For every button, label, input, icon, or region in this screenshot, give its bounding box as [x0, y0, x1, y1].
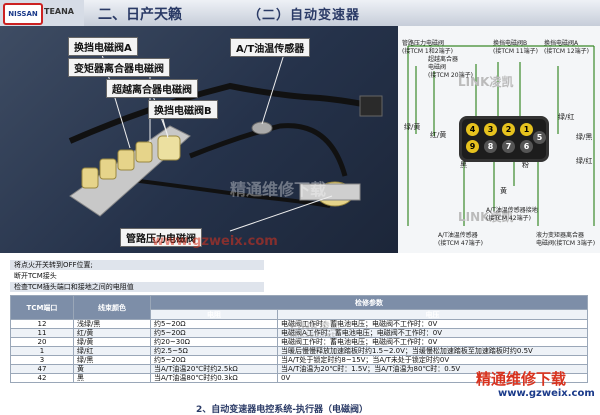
table-row: 47 黄 当A/T油温20℃时约2.5kΩ 当A/T油温为20℃时：1.5V；当… — [10, 364, 588, 374]
chapter-title: 二、日产天籁 — [98, 7, 182, 23]
svg-text:LINK凌凯: LINK凌凯 — [458, 209, 513, 224]
watermark-badge: 精通维修下载 — [476, 370, 567, 388]
pin-6: 6 — [520, 140, 533, 153]
wire-color-7: 黄 — [500, 187, 507, 195]
valve-body-photo: 换挡电磁阀A 变矩器离合器电磁阀 超越离合器电磁阀 换挡电磁阀B A/T油温传感… — [0, 26, 398, 253]
label-at-fluid-temp: A/T油温传感器 — [230, 38, 311, 57]
watermark-photo: 精通维修下载 — [230, 180, 327, 199]
svg-text:LINK凌凯: LINK凌凯 — [458, 74, 513, 89]
col-pin: TCM端口 — [10, 295, 74, 320]
wire-color-2: 红/黄 — [430, 131, 447, 139]
section-title: （二）自动变速器 — [248, 8, 361, 23]
wire-color-5: 绿/红 — [576, 157, 593, 165]
cap-at-temp: A/T油温传感器 (接TCM 47端子) — [438, 232, 483, 247]
wire-color-8: 粉 — [522, 161, 529, 169]
label-overrun-clutch: 超越离合器电磁阀 — [106, 79, 198, 98]
brand-name: TEANA — [44, 7, 74, 16]
pin-5: 5 — [533, 131, 546, 144]
info-line-3: 检查TCM插头端口和接地之间的电阻值 — [10, 282, 264, 292]
col-params: 检修参数 — [150, 295, 588, 310]
table-row: 1 绿/红 约2.5~5Ω 当暖后慢慢释放加速踏板时约1.5~2.0V；当缓慢松… — [10, 346, 588, 356]
wire-color-1: 绿/黄 — [404, 123, 421, 131]
label-shift-a: 换挡电磁阀A — [68, 37, 138, 56]
tcm-connector: 4 3 2 1 9 8 7 6 5 — [459, 116, 549, 162]
col-resistance: 电阻 — [150, 309, 278, 320]
page-header: NISSAN TEANA 二、日产天籁 （二）自动变速器 — [0, 0, 600, 26]
table-row: 3 绿/黑 约5~20Ω 当A/T处于锁定时约8~15V；当A/T未处于锁定时约… — [10, 355, 588, 365]
wire-color-4: 绿/黑 — [576, 133, 593, 141]
label-shift-b: 换挡电磁阀B — [148, 100, 218, 119]
info-line-1: 将点火开关转到OFF位置; — [10, 260, 264, 270]
col-wire: 线束颜色 — [73, 295, 151, 320]
pin-3: 3 — [484, 123, 497, 136]
nissan-logo: NISSAN — [3, 3, 43, 25]
pin-8: 8 — [484, 140, 497, 153]
watermark-badge-url: www.gzweix.com — [498, 388, 595, 399]
wire-lines: LINK凌凯 LINK凌凯 — [407, 45, 595, 226]
table-row: 42 黑 当A/T油温80℃时约0.3kΩ 0V — [10, 373, 588, 383]
watermark-link: LINK凌凯 — [290, 320, 341, 333]
cap-overrun: 超越离合器 电磁阀 (接TCM 20端子) — [428, 56, 473, 79]
pin-2: 2 — [502, 123, 515, 136]
header-band — [84, 0, 600, 26]
cap-shift-a: 换挡电磁阀A (接TCM 12端子) — [544, 40, 589, 55]
pin-4: 4 — [466, 123, 479, 136]
figure-caption: 2、自动变速器电控系统-执行器（电磁阀） — [196, 405, 368, 415]
pin-9: 9 — [466, 140, 479, 153]
pin-1: 1 — [520, 123, 533, 136]
wire-color-6: 黑 — [460, 161, 467, 169]
cap-shift-b: 换挡电磁阀B (接TCM 11端子) — [493, 40, 538, 55]
pin-7: 7 — [502, 140, 515, 153]
cap-ground: A/T油温传感器接地 (接TCM 42端子) — [486, 207, 538, 222]
info-line-2: 断开TCM接头 — [14, 272, 57, 280]
watermark-url: www.gzweix.com — [152, 234, 278, 249]
resistance-table: TCM端口 线束颜色 检修参数 电阻 电压 12 浅绿/黑 约5~20Ω 电磁阀… — [10, 295, 588, 383]
wire-color-3: 绿/红 — [558, 113, 575, 121]
label-line-pressure: 管路压力电磁阀 — [120, 228, 202, 247]
watermark-link-url: link168.net — [290, 331, 335, 339]
label-torque-clutch: 变矩器离合器电磁阀 — [68, 58, 170, 77]
valve-body-illustration — [68, 47, 383, 232]
cap-torque: 液力变矩器离合器 电磁阀(接TCM 3端子) — [536, 232, 596, 247]
cap-line-pressure: 管路压力电磁阀 (接TCM 1和2端子) — [402, 40, 453, 55]
